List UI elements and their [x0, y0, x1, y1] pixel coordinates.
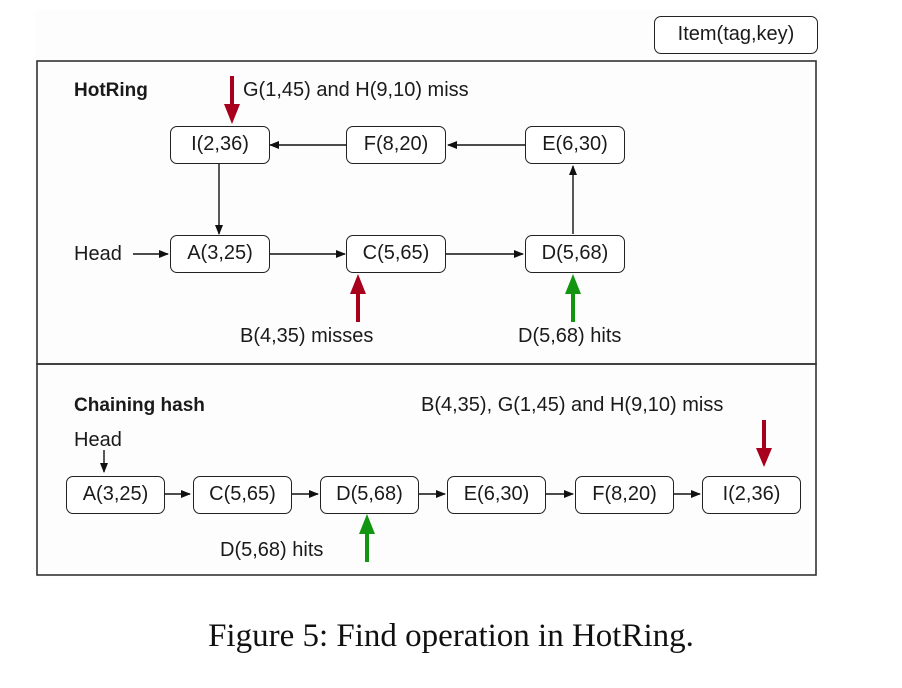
hotring-node-a: A(3,25): [170, 235, 270, 273]
chaining-node-1: A(3,25): [66, 476, 165, 514]
legend-item-tag-key: Item(tag,key): [654, 16, 818, 54]
hotring-title: HotRing: [74, 80, 148, 101]
chaining-head-label: Head: [74, 429, 122, 451]
hotring-top-miss-annotation: G(1,45) and H(9,10) miss: [243, 79, 469, 101]
figure-background: [35, 10, 820, 580]
hotring-node-d: D(5,68): [525, 235, 625, 273]
hotring-b-miss-annotation: B(4,35) misses: [240, 325, 374, 347]
figure-caption: Figure 5: Find operation in HotRing.: [208, 618, 694, 654]
hotring-node-f: F(8,20): [346, 126, 446, 164]
chaining-node-5: F(8,20): [575, 476, 674, 514]
chaining-title: Chaining hash: [74, 395, 205, 416]
chaining-node-4: E(6,30): [447, 476, 546, 514]
chaining-d-hit-annotation: D(5,68) hits: [220, 539, 324, 561]
hotring-head-label: Head: [74, 243, 122, 265]
chaining-frame: [36, 363, 817, 576]
hotring-node-e: E(6,30): [525, 126, 625, 164]
chaining-miss-annotation: B(4,35), G(1,45) and H(9,10) miss: [421, 394, 724, 416]
hotring-frame: [36, 60, 817, 365]
hotring-d-hit-annotation: D(5,68) hits: [518, 325, 622, 347]
hotring-node-i: I(2,36): [170, 126, 270, 164]
chaining-node-2: C(5,65): [193, 476, 292, 514]
chaining-node-3: D(5,68): [320, 476, 419, 514]
hotring-node-c: C(5,65): [346, 235, 446, 273]
chaining-node-6: I(2,36): [702, 476, 801, 514]
